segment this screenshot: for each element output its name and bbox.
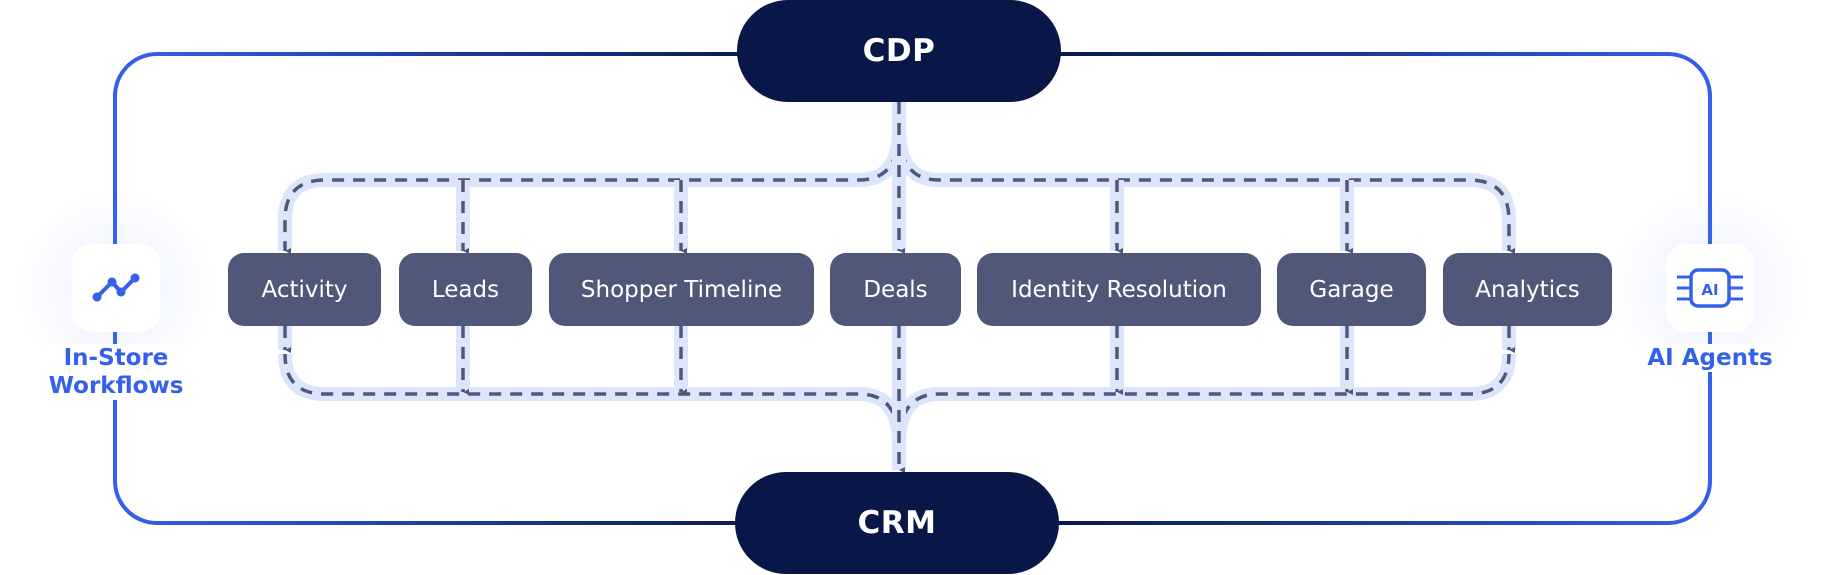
module-label: Garage [1309,276,1394,303]
line-chart-icon [92,273,140,302]
flow-analytics-to-crm-track [892,353,1516,445]
crm-label: CRM [857,505,937,541]
in-store-workflows[interactable]: In-Store Workflows [16,188,216,400]
flow-cdp-to-analytics-track [892,129,1516,251]
label-line-2: Workflows [48,373,184,399]
module-identity-resolution[interactable]: Identity Resolution [977,253,1261,326]
module-activity[interactable]: Activity [228,253,381,326]
ai-agents[interactable]: AI AI Agents [1610,188,1810,388]
module-leads[interactable]: Leads [399,253,532,326]
module-label: Analytics [1475,276,1580,303]
in-store-workflows-tile[interactable] [72,244,160,332]
module-analytics[interactable]: Analytics [1443,253,1612,326]
svg-text:AI: AI [1701,281,1718,299]
cdp-label: CDP [862,33,936,69]
cdp-node[interactable]: CDP [737,0,1061,102]
module-garage[interactable]: Garage [1277,253,1426,326]
crm-node[interactable]: CRM [735,472,1059,574]
module-deals[interactable]: Deals [830,253,961,326]
flow-activity-to-crm-track [278,353,906,445]
ai-chip-icon: AI [1677,268,1743,308]
in-store-workflows-label: In-Store Workflows [44,344,188,400]
ai-agents-tile[interactable]: AI [1666,244,1754,332]
flow-cdp-to-activity [283,129,901,254]
module-label: Activity [261,276,348,303]
ai-agents-label: AI Agents [1643,344,1777,372]
module-label: Shopper Timeline [580,276,783,303]
module-label: Leads [431,276,500,303]
flow-cdp-to-activity-track [278,129,906,251]
label-line-1: In-Store [63,345,169,371]
module-label: Identity Resolution [1011,276,1227,303]
module-shopper-timeline[interactable]: Shopper Timeline [549,253,814,326]
flow-cdp-to-analytics [897,129,1515,254]
flow-paths [278,102,1516,473]
module-label: Deals [863,276,928,303]
